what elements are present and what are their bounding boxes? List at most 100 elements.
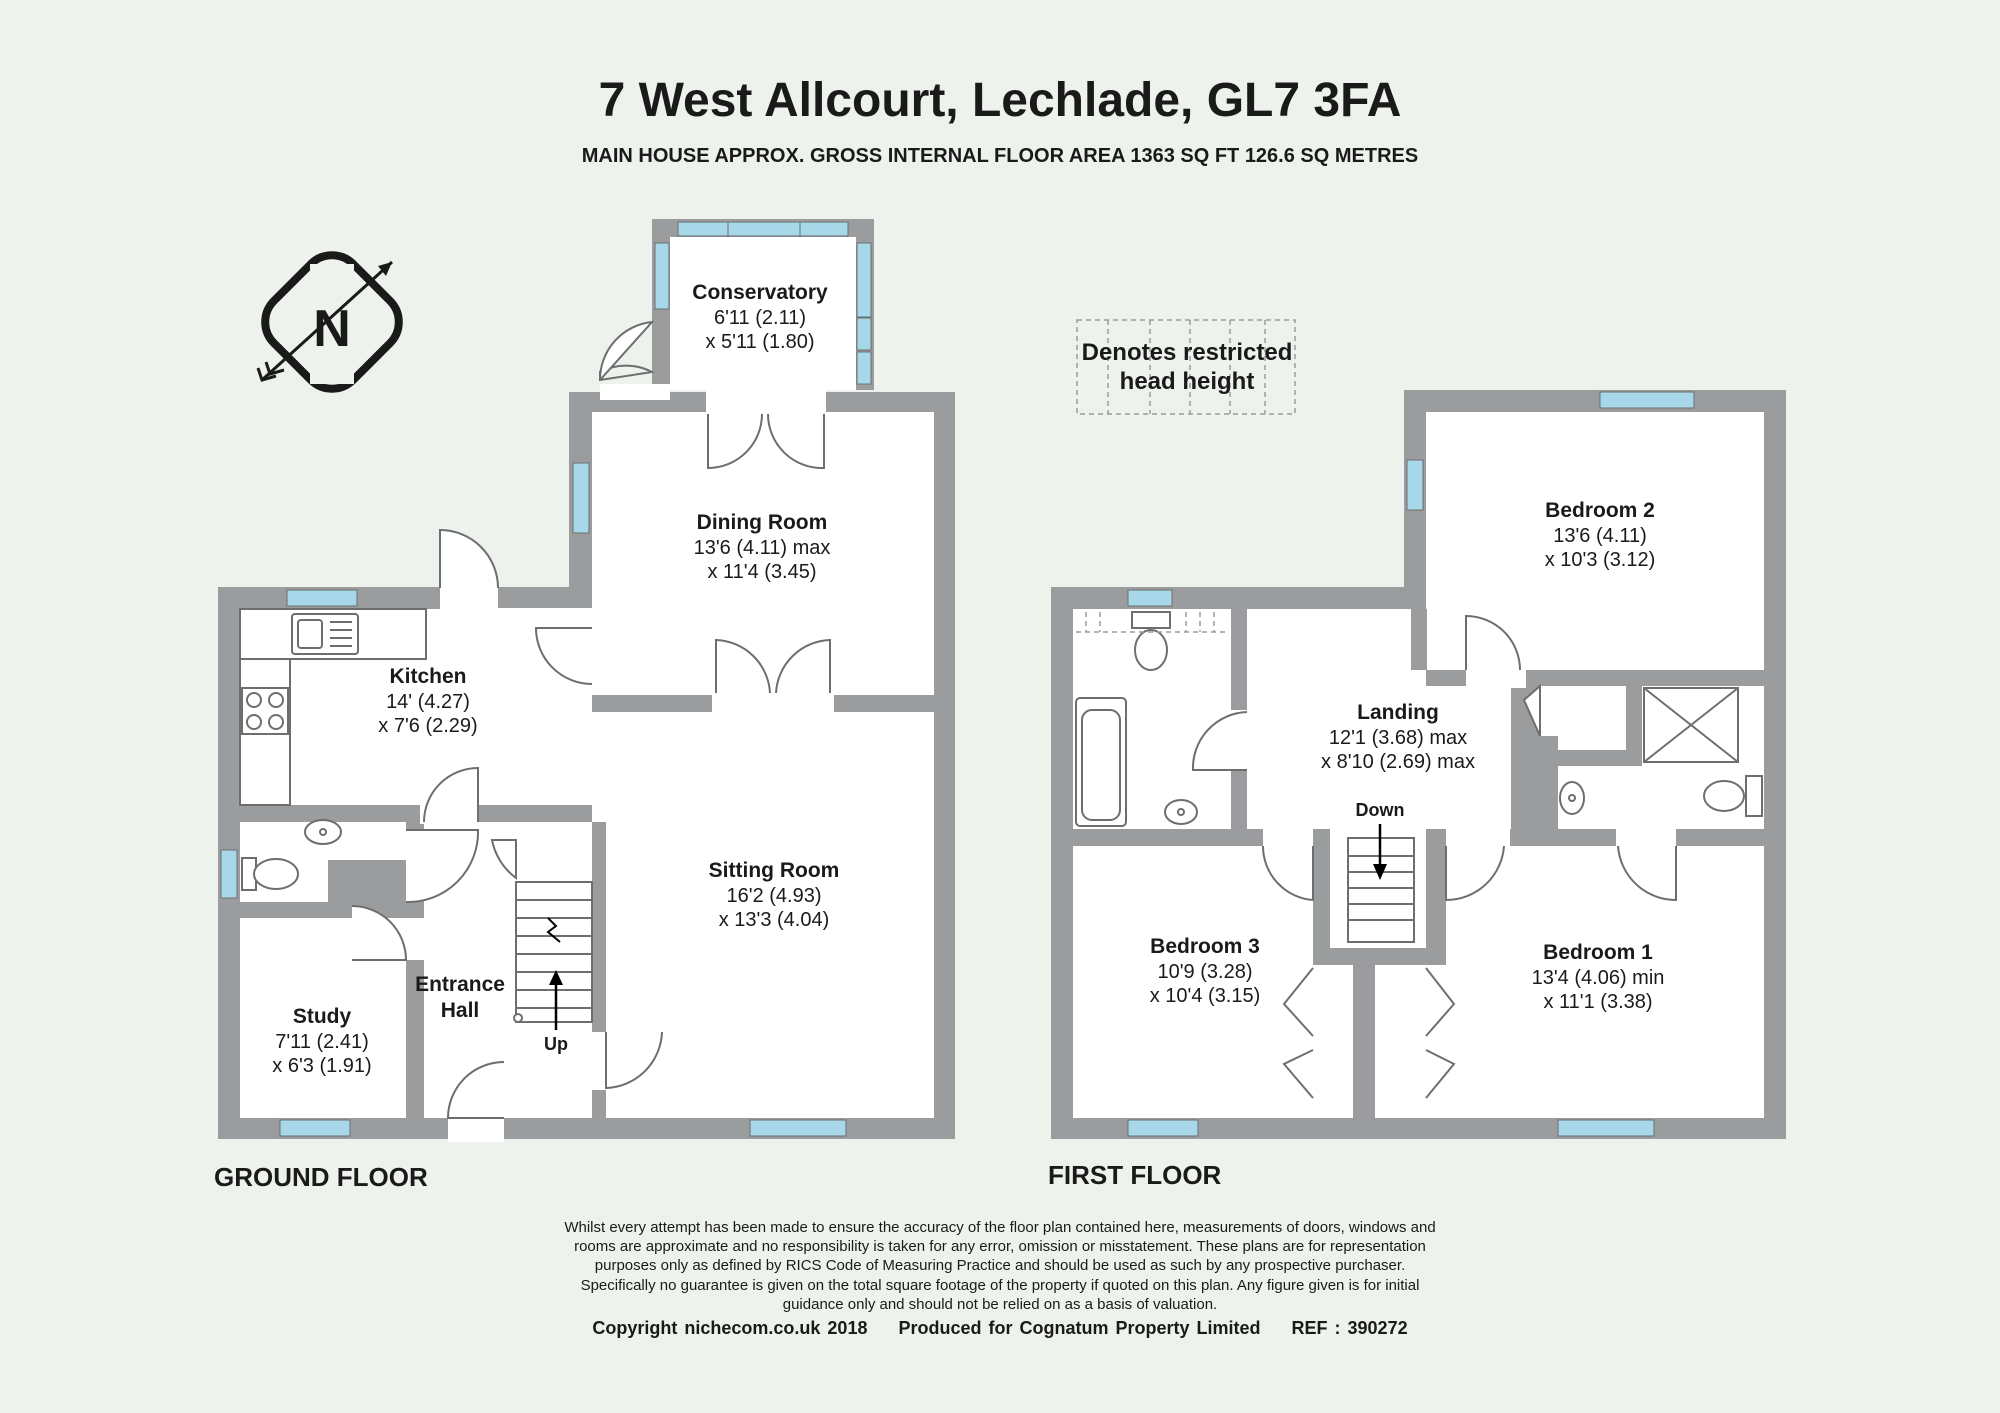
room-name-1: Entrance	[415, 973, 505, 996]
restricted-height-bath	[1076, 612, 1228, 633]
room-name: Landing	[1357, 701, 1439, 724]
wall-wardrobe-1-top	[1364, 948, 1446, 965]
room-dim-1: 14' (4.27)	[386, 690, 470, 713]
window-conservatory-east-2	[856, 317, 872, 351]
room-name: Dining Room	[696, 511, 828, 534]
dining-kitchen-link	[498, 608, 594, 628]
wardrobe-doors	[1282, 967, 1456, 1099]
wall-landing-south-west	[1073, 829, 1263, 846]
room-dim-1: 13'6 (4.11)	[1553, 524, 1647, 547]
wall-stair-east	[592, 822, 606, 1032]
ensuite-toilet-icon	[1703, 775, 1763, 817]
disclaimer-line-3: purposes only as defined by RICS Code of…	[594, 1257, 1406, 1275]
doorway-kitchen-garden	[440, 585, 498, 611]
compass-letter: N	[313, 300, 351, 358]
footer: Copyright nichecom.co.uk 2018 Produced f…	[0, 1318, 2000, 1340]
doorway-landing-bed2	[1466, 668, 1526, 688]
wardrobe-1-floor	[1374, 948, 1446, 1118]
legend-line-1: Denotes restricted	[1081, 339, 1293, 366]
wall-dining-sitting-west	[592, 695, 606, 712]
newel-post	[513, 1013, 523, 1023]
room-entrance-hall: Entrance Hall	[415, 972, 505, 1023]
bedroom-1-floor	[1446, 846, 1764, 1118]
room-dim-2: x 6'3 (1.91)	[272, 1055, 372, 1077]
room-landing: Landing 12'1 (3.68) max x 8'10 (2.69) ma…	[1321, 700, 1475, 774]
window-conservatory-top-2	[727, 221, 801, 237]
room-sitting: Sitting Room 16'2 (4.93) x 13'3 (4.04)	[709, 858, 840, 932]
window-bedroom3-south	[1127, 1119, 1199, 1137]
page-subtitle: MAIN HOUSE APPROX. GROSS INTERNAL FLOOR …	[581, 145, 1419, 167]
bathtub-icon	[1075, 697, 1127, 827]
bathroom-basin-icon	[1164, 799, 1198, 825]
room-dim-2: x 13'3 (4.04)	[718, 909, 830, 931]
wall-bed2-south	[1426, 670, 1466, 686]
wc-toilet-icon	[241, 857, 299, 891]
wall-landing-bed2	[1411, 609, 1427, 670]
stairs-up-arrow-icon	[549, 970, 563, 1030]
wardrobe-3-floor	[1313, 948, 1353, 1118]
disclaimer-line-1: Whilst every attempt has been made to en…	[564, 1219, 1436, 1236]
room-dim-1: 7'11 (2.41)	[275, 1030, 369, 1053]
wall-wardrobe-divider	[1353, 948, 1375, 1118]
conservatory-floor	[670, 237, 856, 390]
window-bedroom2-north	[1599, 391, 1695, 409]
room-name: Kitchen	[389, 665, 467, 688]
room-bedroom-2: Bedroom 2 13'6 (4.11) x 10'3 (3.12)	[1545, 498, 1656, 572]
doorway-hall-sitting	[590, 1032, 608, 1090]
room-dim-2: x 11'1 (3.38)	[1543, 991, 1653, 1013]
footer-ref: REF : 390272	[1291, 1318, 1408, 1338]
window-bedroom1-south	[1557, 1119, 1655, 1137]
wall-study-east	[406, 960, 424, 1118]
dining-room-floor	[592, 412, 934, 695]
room-name: Study	[292, 1005, 352, 1028]
room-name: Sitting Room	[708, 859, 840, 882]
room-name-2: Hall	[440, 998, 480, 1022]
wall-kitchen-south	[240, 805, 420, 822]
wall-landing-south-east	[1426, 829, 1446, 949]
door-swings-ground	[351, 320, 831, 1119]
wall-stair-east-lower	[592, 1090, 606, 1118]
disclaimer: Whilst every attempt has been made to en…	[500, 1218, 1500, 1314]
room-name: Bedroom 1	[1543, 941, 1653, 964]
window-sitting-south	[749, 1119, 847, 1137]
stair-block	[515, 881, 593, 1023]
wall-landing-south-west-2	[1313, 829, 1330, 949]
sitting-room-floor	[606, 712, 934, 1118]
window-conservatory-top-1	[677, 221, 729, 237]
stair-break-icon	[546, 917, 561, 943]
window-conservatory-east-1	[856, 242, 872, 318]
room-kitchen: Kitchen 14' (4.27) x 7'6 (2.29)	[378, 664, 477, 738]
wc-basin-icon	[304, 819, 342, 845]
legend-line-2: head height	[1119, 367, 1255, 395]
bathroom-toilet-icon	[1131, 611, 1171, 671]
footer-produced: Produced for Cognatum Property Limited	[898, 1318, 1261, 1338]
wall-bed2-south-east	[1526, 670, 1764, 686]
room-dim-2: x 11'4 (3.45)	[707, 561, 817, 583]
wall-wardrobe-3-top	[1313, 948, 1363, 965]
room-dim-2: x 8'10 (2.69) max	[1321, 751, 1475, 773]
disclaimer-line-4: Specifically no guarantee is given on th…	[580, 1276, 1420, 1294]
north-compass-icon	[256, 251, 403, 393]
room-name: Conservatory	[692, 281, 828, 304]
disclaimer-line-5: guidance only and should not be relied o…	[782, 1295, 1218, 1313]
shower-tray-icon	[1643, 687, 1739, 763]
room-dim-1: 12'1 (3.68) max	[1328, 726, 1468, 749]
window-conservatory-east-3	[856, 351, 872, 385]
room-dim-2: x 10'4 (3.15)	[1149, 985, 1261, 1007]
room-dim-1: 16'2 (4.93)	[726, 884, 822, 907]
disclaimer-line-2: rooms are approximate and no responsibil…	[574, 1238, 1426, 1256]
room-bedroom-1: Bedroom 1 13'4 (4.06) min x 11'1 (3.38)	[1532, 940, 1665, 1014]
window-conservatory-west	[654, 242, 670, 310]
doorway-cupboard	[1540, 686, 1560, 736]
room-dining: Dining Room 13'6 (4.11) max x 11'4 (3.45…	[694, 510, 831, 584]
landing-floor-right	[1411, 670, 1511, 829]
room-study: Study 7'11 (2.41) x 6'3 (1.91)	[272, 1004, 371, 1078]
doorway-ensuite	[1616, 827, 1676, 848]
kitchen-sink-icon	[291, 613, 359, 655]
room-dim-1: 13'4 (4.06) min	[1531, 966, 1665, 989]
page-title: 7 West Allcourt, Lechlade, GL7 3FA	[598, 74, 1402, 127]
footer-copyright: Copyright nichecom.co.uk 2018	[592, 1318, 868, 1338]
bedroom-3-floor	[1073, 846, 1313, 1118]
first-floor-label: FIRST FLOOR	[1048, 1160, 1222, 1190]
